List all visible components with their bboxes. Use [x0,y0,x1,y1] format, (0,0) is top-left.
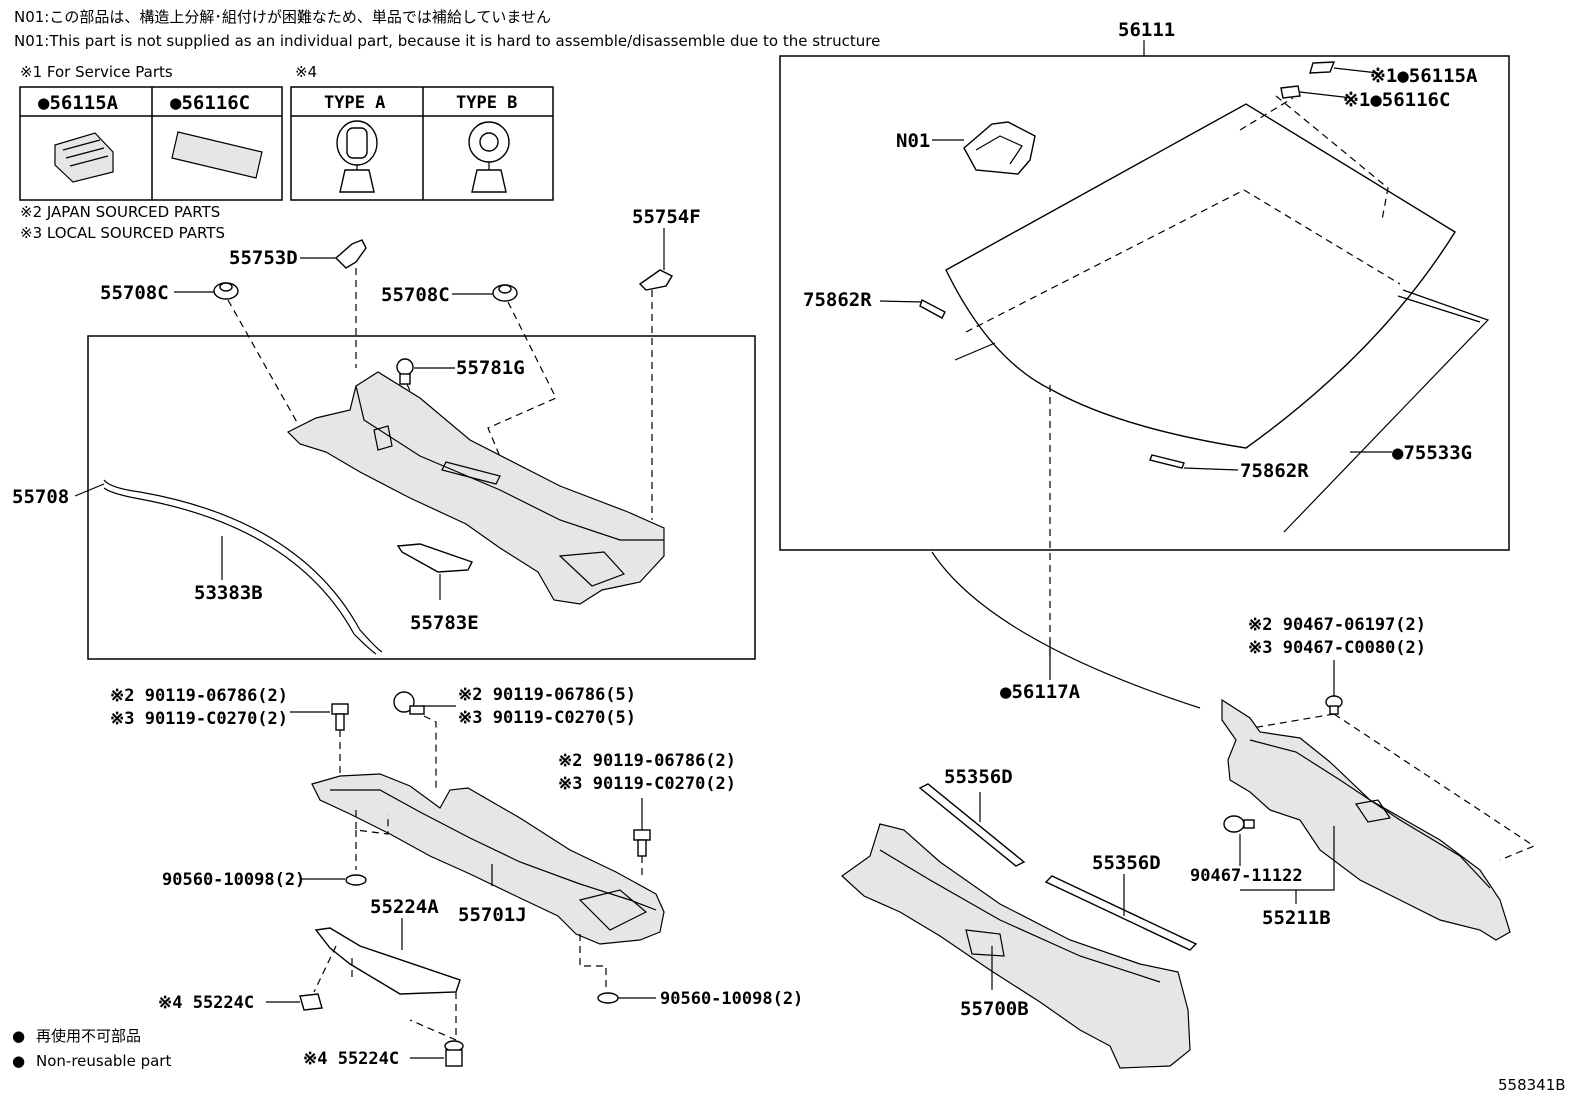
label-55708[interactable]: 55708 [12,486,69,508]
dash-panel-insulator-group: ※2 90467-06197(2) ※3 90467-C0080(2) 9046… [1190,615,1536,941]
pad-56116c-icon [171,131,263,179]
label-bolt-right-local[interactable]: ※3 90119-C0270(2) [558,774,736,794]
label-55781g[interactable]: 55781G [456,357,525,379]
cowl-inner-group: 55356D 55356D 55700B [841,766,1198,1069]
legend-non-reusable-jp: 再使用不可部品 [36,1027,141,1045]
weatherstrip-55708 [103,479,383,653]
windshield-group: 56111 ※1●56115A ※1●56116C N01 75862R 758… [779,19,1510,551]
label-bolt-mid-japan[interactable]: ※2 90119-06786(5) [458,685,636,705]
cowl-inner-55700b [841,823,1191,1069]
label-55211b[interactable]: 55211B [1262,907,1331,929]
label-75533g[interactable]: ●75533G [1392,442,1472,464]
seal-55224a [314,927,461,995]
fastener-type-table: TYPE A TYPE B [290,86,554,201]
bolt-right-icon [633,829,651,857]
fastener-55224c-icon [444,1040,464,1067]
label-clip-japan[interactable]: ※2 90467-06197(2) [1248,615,1426,635]
note-n01-japanese: N01:この部品は、構造上分解･組付けが困難なため、単品では補給していません [14,8,551,26]
label-56111[interactable]: 56111 [1118,19,1175,41]
clip-90467-11122-icon [1223,815,1255,833]
label-55701j[interactable]: 55701J [458,904,527,926]
label-bolt-left-japan[interactable]: ※2 90119-06786(2) [110,686,288,706]
label-55224c-lower[interactable]: ※4 55224C [303,1049,399,1069]
cowl-panel-55701j [311,773,665,945]
service-table-col1: ●56115A [38,92,119,114]
label-washer-left[interactable]: 90560-10098(2) [162,870,305,890]
seal-55356d-lower [1044,875,1198,951]
label-55356d-lower[interactable]: 55356D [1092,852,1161,874]
windshield-moulding [1283,289,1490,533]
legend-bullet-jp: ● [12,1027,25,1045]
label-56115a[interactable]: ※1●56115A [1370,65,1478,87]
cowl-panel-group: ※2 90119-06786(2) ※3 90119-C0270(2) ※2 9… [110,685,803,1069]
label-clip-local[interactable]: ※3 90467-C0080(2) [1248,638,1426,658]
cowl-top-group: 55754F 55753D 55708C 55708C 55781G [12,206,756,660]
dam-56117a [931,551,1201,709]
label-bolt-left-local[interactable]: ※3 90119-C0270(2) [110,709,288,729]
seal-55356d-upper [918,783,1026,867]
clip-90467-icon [1325,695,1343,715]
label-clip-90467-11122[interactable]: 90467-11122 [1190,866,1303,886]
label-55708c-left[interactable]: 55708C [100,282,169,304]
label-56116c[interactable]: ※1●56116C [1343,89,1450,111]
label-55708c-right[interactable]: 55708C [381,284,450,306]
clip-56115a-icon [54,132,114,183]
type-b-label: TYPE B [456,93,517,113]
cover-55783e [396,543,473,573]
cowl-top-panel [286,371,665,605]
label-55753d[interactable]: 55753D [229,247,298,269]
service-table-col2: ●56116C [170,92,250,114]
windshield-glass [945,103,1456,449]
label-55783e[interactable]: 55783E [410,612,479,634]
label-55224c-upper[interactable]: ※4 55224C [158,993,254,1013]
type-a-fastener-icon [336,120,378,193]
note-n01-english: N01:This part is not supplied as an indi… [14,32,880,50]
note-type-ref: ※4 [295,63,317,81]
label-55700b[interactable]: 55700B [960,998,1029,1020]
note-service-parts: ※1 For Service Parts [20,63,173,81]
label-bolt-right-japan[interactable]: ※2 90119-06786(2) [558,751,736,771]
legend-non-reusable-en: Non-reusable part [36,1052,171,1070]
label-washer-right[interactable]: 90560-10098(2) [660,989,803,1009]
note-local-sourced: ※3 LOCAL SOURCED PARTS [20,224,225,242]
label-75862r-lower[interactable]: 75862R [1240,460,1309,482]
label-55224a[interactable]: 55224A [370,896,439,918]
type-b-fastener-icon [468,121,510,193]
legend-bullet-en: ● [12,1052,25,1070]
mirror-bracket-n01 [963,121,1036,175]
label-75862r-upper[interactable]: 75862R [803,289,872,311]
note-japan-sourced: ※2 JAPAN SOURCED PARTS [20,203,220,221]
diagram-id: 558341B [1498,1076,1566,1094]
bolt-left-icon [331,703,349,731]
service-parts-table: ●56115A ●56116C [19,86,283,201]
type-a-label: TYPE A [324,93,385,113]
label-53383b[interactable]: 53383B [194,582,263,604]
label-n01[interactable]: N01 [896,130,930,152]
bolt-mid-icon [393,691,425,715]
label-56117a[interactable]: ●56117A [1000,681,1081,703]
label-55754f[interactable]: 55754F [632,206,701,228]
label-bolt-mid-local[interactable]: ※3 90119-C0270(5) [458,708,636,728]
label-55356d-upper[interactable]: 55356D [944,766,1013,788]
